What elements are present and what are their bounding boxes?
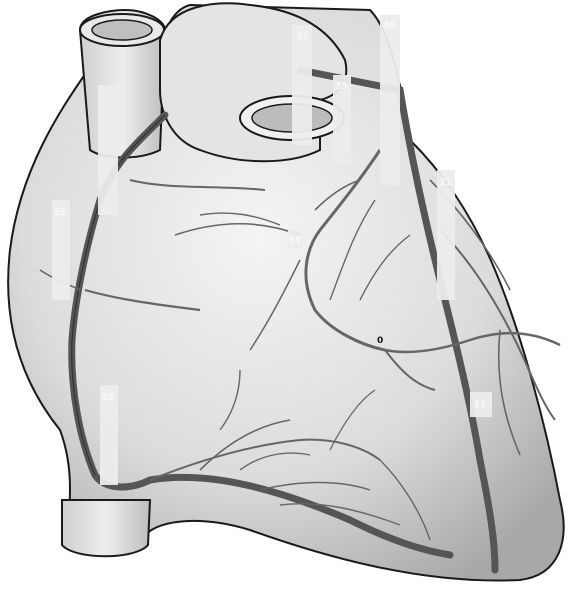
label-top-right: 66 [384,21,396,31]
label-right: 21 [440,178,451,188]
label-box-top [292,25,312,145]
label-center: 14 [289,236,301,246]
label-mid-top: 55 [336,82,347,92]
label-bottom-left: 58 [102,393,114,403]
inferior-vena-cava [62,500,150,556]
label-bottom-right: 13 [474,400,485,410]
label-zero: 0 [377,336,383,346]
label-top-left: 55 [297,32,308,42]
label-left-mid: 58 [54,208,66,218]
label-box-svc [98,85,118,215]
label-box-top-right [380,15,400,185]
label-box-right [437,170,455,300]
